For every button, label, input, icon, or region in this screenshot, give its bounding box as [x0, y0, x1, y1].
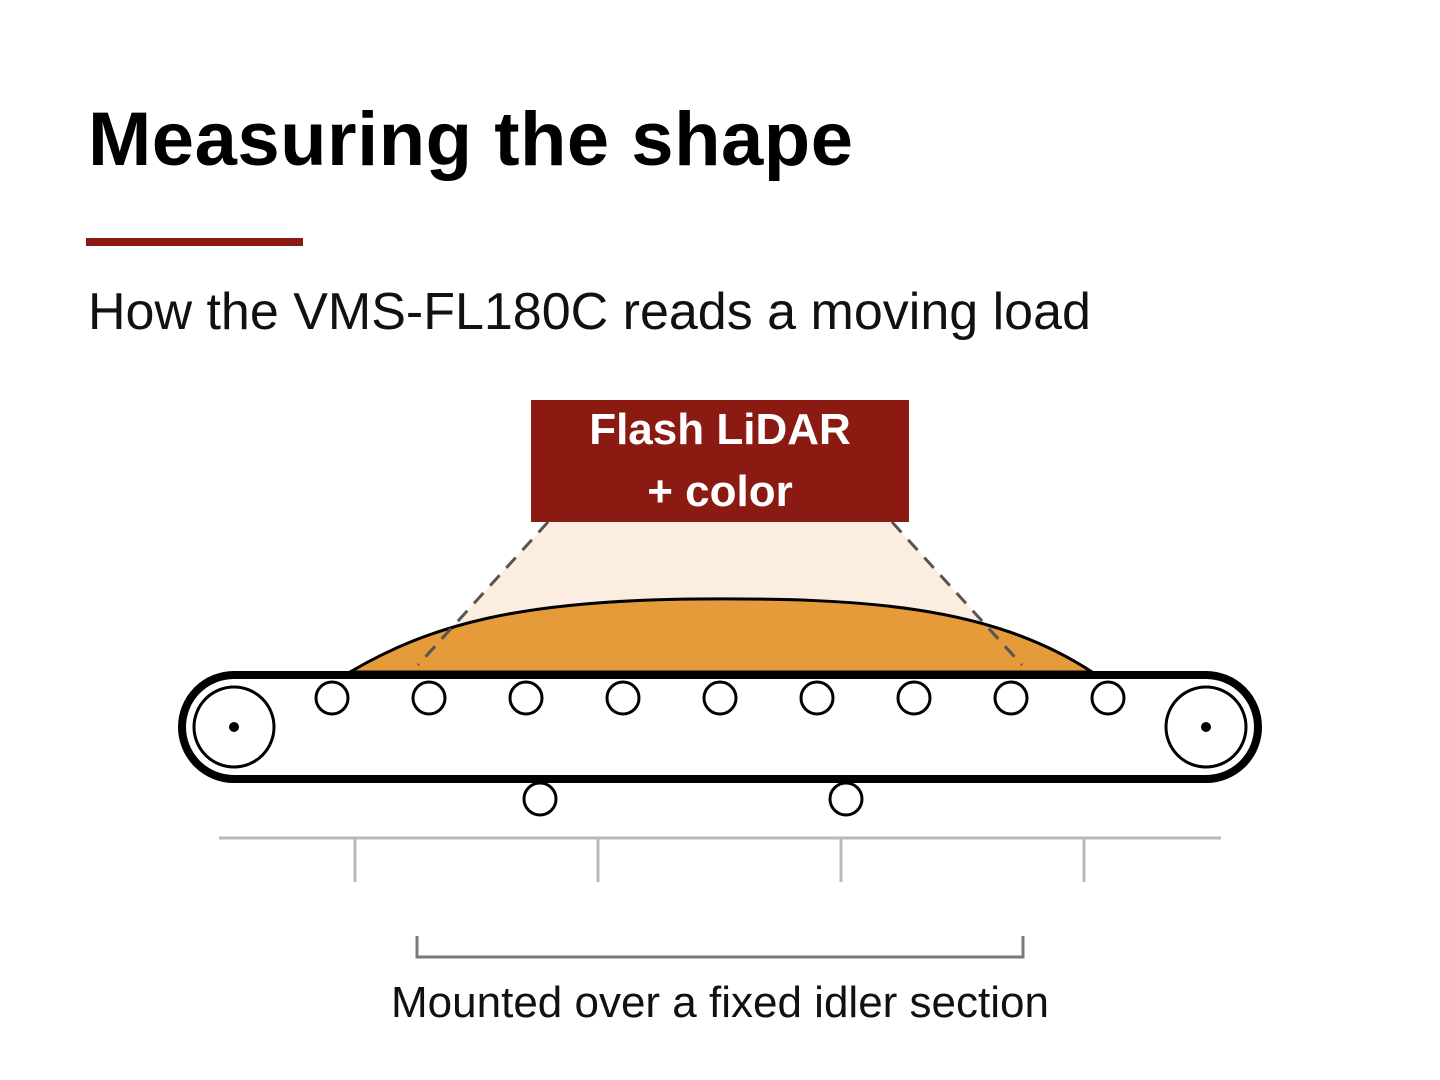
return-idlers: [522, 781, 864, 817]
slide-title: Measuring the shape: [88, 97, 854, 182]
slide-subtitle: How the VMS-FL180C reads a moving load: [88, 283, 1091, 341]
sensor-label-line2: + color: [647, 467, 793, 516]
title-underline: [86, 238, 303, 246]
tail-pulley: [1164, 685, 1248, 769]
idler-icon: [314, 680, 350, 716]
conveyor-belt: [178, 671, 1262, 783]
title-underline-bar: [86, 238, 303, 246]
idler-icon: [896, 680, 932, 716]
idler-icon: [605, 680, 641, 716]
conveyor-frame: [219, 836, 1221, 882]
idler-icon: [522, 781, 558, 817]
fov-boundary-left: [416, 520, 550, 667]
diagram-caption: Mounted over a fixed idler section: [391, 978, 1049, 1027]
pulley-axle: [1201, 722, 1211, 732]
idler-icon: [702, 680, 738, 716]
idler-icon: [1090, 680, 1126, 716]
idler-icon: [508, 680, 544, 716]
head-pulley: [192, 685, 276, 769]
idler-icon: [411, 680, 447, 716]
pulley-axle: [229, 722, 239, 732]
fov-boundary-right: [890, 520, 1024, 667]
material-load: [344, 597, 1098, 674]
sensor-label-line1: Flash LiDAR: [589, 405, 851, 454]
idler-icon: [799, 680, 835, 716]
idler-icon: [993, 680, 1029, 716]
lidar-sensor: Flash LiDAR + color: [531, 400, 909, 522]
idler-section-bracket: [415, 936, 1025, 959]
carry-idlers: [314, 680, 1126, 716]
idler-icon: [828, 781, 864, 817]
